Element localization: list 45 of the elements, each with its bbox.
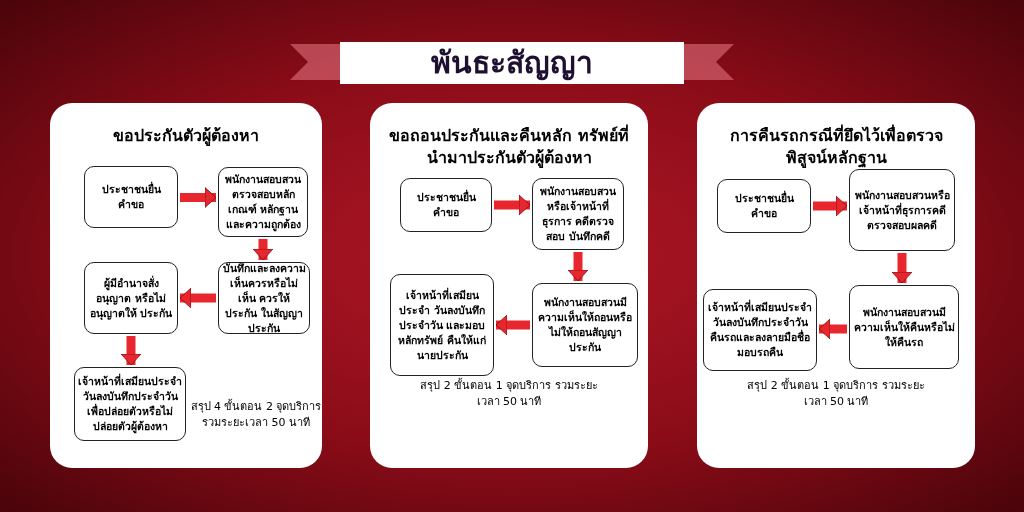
step-box — [74, 367, 186, 441]
step-text: ประชาชนยื่น คำขอ — [100, 182, 162, 212]
step-text: ประชาชนยื่น คำขอ — [415, 190, 477, 220]
block-arrow — [495, 314, 530, 336]
step-box — [218, 167, 308, 237]
summary-note: สรุป 2 ขั้นตอน 1 จุดบริการ รวมระยะเวลา 50 นาที — [746, 378, 926, 410]
summary-note: สรุป 2 ขั้นตอน 1 จุดบริการ รวมระยะเวลา 50 นาที — [419, 378, 599, 410]
step-box — [532, 283, 638, 367]
block-arrow — [252, 239, 274, 261]
step-text: เจ้าหน้าที่เสมียนประจำ วันลงบันทึกประจำวัน คืนรถและลงลายมือชื่อ มอบรถคืน — [707, 300, 813, 360]
block-arrow — [120, 336, 142, 366]
step-text: เจ้าหน้าที่เสมียนประจำ วันลงบันทึกประจำวัน เพื่อปล่อยตัวหรือไม่ ปล่อยตัวผู้ต้องหา — [78, 374, 182, 434]
step-text: ผู้มีอำนาจสั่งอนุญาต หรือไม่อนุญาตให้ ประกัน — [88, 275, 174, 321]
step-text: พนักงานสอบสวน หรือเจ้าหน้าที่ธุรการ คดีตรวจสอบ บันทึกคดี — [539, 184, 617, 244]
summary-note: สรุป 4 ขั้นตอน 2 จุดบริการ รวมระยะเวลา 50 นาที — [190, 399, 322, 431]
step-text: พนักงานสอบสวนหรือ เจ้าหน้าที่ธุรการคดี ตรวจสอบผลคดี — [853, 187, 951, 233]
step-text: เจ้าหน้าที่เสมียนประจำ วันลงบันทึกประจำวัน และมอบหลักทรัพย์ คืนให้แก่นายประกัน — [397, 287, 487, 363]
step-box — [532, 178, 624, 250]
panel-heading: ขอถอนประกันและคืนหลัก ทรัพย์ที่นำมาประกันตัวผู้ต้องหา — [388, 125, 630, 169]
block-arrow — [891, 253, 913, 284]
step-box — [717, 179, 811, 233]
step-box — [849, 169, 955, 251]
step-box — [390, 274, 494, 376]
block-arrow — [180, 187, 217, 208]
step-box — [84, 262, 178, 334]
block-arrow — [818, 318, 847, 340]
step-box — [849, 285, 959, 369]
step-text: พนักงานสอบสวนมี ความเห็นให้ถอนหรือ ไม่ให้ถอนสัญญาประกัน — [537, 295, 633, 355]
panel-card — [50, 103, 322, 468]
block-arrow — [179, 287, 216, 309]
panel-card — [697, 103, 975, 468]
block-arrow — [813, 195, 848, 217]
step-box — [84, 166, 178, 228]
step-text: ประชาชนยื่น คำขอ — [733, 191, 795, 221]
panel-heading: ขอประกันตัวผู้ต้องหา — [112, 125, 260, 147]
step-text: พนักงานสอบสวน ตรวจสอบหลัก เกณฑ์ หลักฐาน และความถูกต้อง — [224, 172, 302, 232]
block-arrow — [494, 194, 531, 216]
title-banner: พันธะสัญญา — [340, 42, 684, 84]
step-box — [400, 178, 492, 232]
step-box — [703, 289, 817, 371]
panel-card — [370, 103, 648, 468]
block-arrow — [567, 252, 589, 282]
step-text: บันทึกและลงความ เห็นควรหรือไม่เห็น ควรให้ประกัน ในสัญญาประกัน — [222, 260, 306, 336]
step-text: พนักงานสอบสวนมี ความเห็นให้คืนหรือไม่ ให้คืนรถ — [853, 304, 955, 350]
panel-heading: การคืนรถกรณีที่ยึดไว้เพื่อตรวจ พิสูจน์หลักฐาน — [728, 125, 944, 169]
